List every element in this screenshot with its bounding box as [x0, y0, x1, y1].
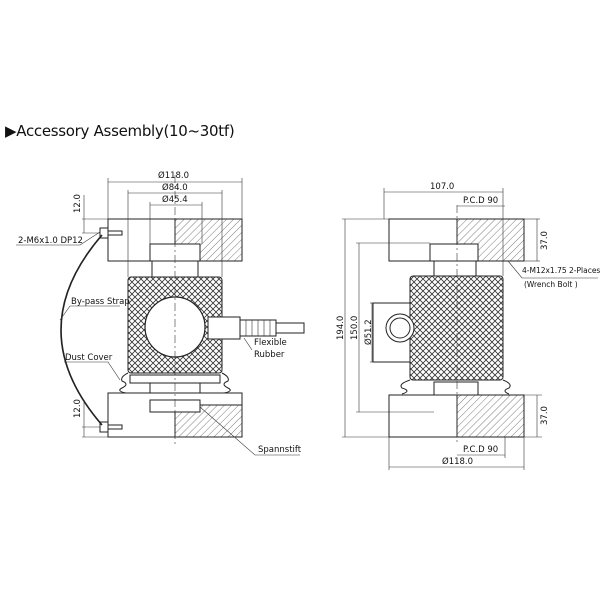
dim-bottom-height: 37.0 [540, 406, 550, 425]
dust-cover [119, 372, 231, 394]
dim-pcd-bottom: P.C.D 90 [463, 445, 498, 455]
dim-top-thickness: 12.0 [73, 194, 83, 213]
dim-body-height: 150.0 [350, 316, 360, 340]
title-text: Accessory Assembly(10~30tf) [16, 122, 235, 140]
left-view: Ø118.0 Ø84.0 Ø45.4 12.0 12.0 2-M6x1.0 DP… [16, 170, 305, 456]
triangle-marker-icon: ▶ [5, 122, 17, 140]
label-bolt: 2-M6x1.0 DP12 [18, 236, 83, 246]
dim-pcd-top: P.C.D 90 [463, 196, 498, 206]
label-spannstift: Spannstift [258, 445, 302, 455]
bolt-bottom [99, 421, 123, 433]
label-dust-cover: Dust Cover [65, 353, 113, 363]
right-view: 107.0 P.C.D 90 37.0 4-M12x1.75 2-Places … [336, 182, 600, 470]
label-wrench-bolt-2: (Wrench Bolt ) [524, 280, 578, 289]
dim-outer: Ø118.0 [158, 170, 189, 181]
section-title: ▶Accessory Assembly(10~30tf) [5, 122, 235, 140]
label-rubber: Rubber [254, 350, 285, 360]
dim-boss: Ø51.2 [363, 319, 374, 345]
dust-cover-right [400, 379, 511, 395]
dim-mid: Ø84.0 [162, 182, 188, 193]
dim-base: Ø118.0 [442, 456, 473, 467]
dim-top-height: 37.0 [540, 231, 550, 250]
dim-total-height: 194.0 [336, 316, 346, 340]
label-flexible: Flexible [254, 338, 287, 348]
dim-width: 107.0 [430, 182, 454, 192]
flexible-rubber [239, 319, 305, 337]
label-wrench-bolt-1: 4-M12x1.75 2-Places [522, 266, 600, 275]
dim-bottom-thickness: 12.0 [73, 399, 83, 418]
label-bypass-strap: By-pass Strap [71, 297, 130, 307]
cable-gland [207, 316, 241, 340]
body-right [409, 275, 504, 381]
dim-inner: Ø45.4 [162, 194, 188, 205]
bypass-strap [60, 234, 103, 426]
